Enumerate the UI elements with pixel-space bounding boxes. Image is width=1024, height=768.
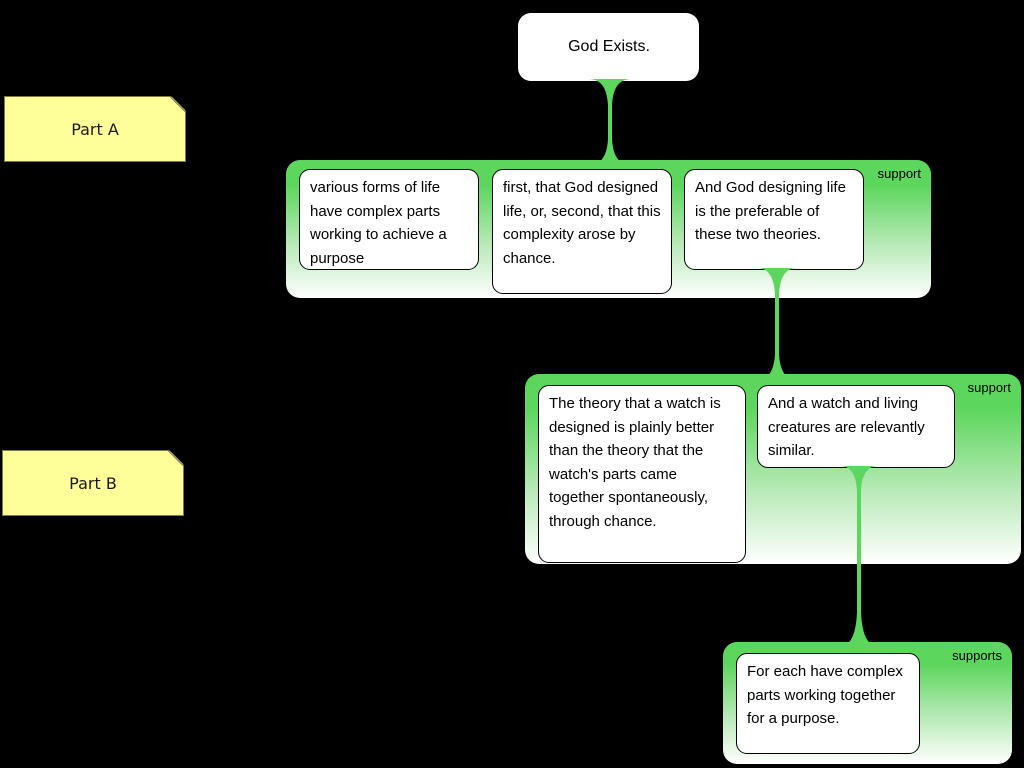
note-fold-icon xyxy=(169,450,184,465)
note-fold-icon xyxy=(171,96,186,111)
sticky-note-part-a[interactable]: Part A xyxy=(4,96,186,162)
claim-text: And God designing life is the preferable… xyxy=(695,179,846,243)
group-label: support xyxy=(877,166,921,181)
claim-box-first-that-god-designed-life[interactable]: first, that God designed life, or, secon… xyxy=(492,169,672,294)
claim-box-root[interactable]: God Exists. xyxy=(518,13,699,81)
claim-text: For each have complex parts working toge… xyxy=(747,663,903,727)
group-label: supports xyxy=(952,648,1002,663)
claim-box-watch-and-living-creatures-similar[interactable]: And a watch and living creatures are rel… xyxy=(757,385,955,468)
connector-claim1c-to-group2 xyxy=(757,268,797,380)
claim-text: The theory that a watch is designed is p… xyxy=(549,395,721,530)
connector-claim2b-to-group3 xyxy=(840,466,878,646)
group-label: support xyxy=(967,380,1011,395)
claim-text: God Exists. xyxy=(568,38,650,56)
claim-text: various forms of life have complex parts… xyxy=(310,179,447,267)
claim-text: first, that God designed life, or, secon… xyxy=(503,179,661,267)
claim-text: And a watch and living creatures are rel… xyxy=(768,395,925,459)
claim-box-various-forms-of-life[interactable]: various forms of life have complex parts… xyxy=(299,169,479,270)
claim-box-god-designing-life-preferable[interactable]: And God designing life is the preferable… xyxy=(684,169,864,270)
claim-box-for-each-have-complex-parts[interactable]: For each have complex parts working toge… xyxy=(736,653,920,754)
sticky-note-part-b[interactable]: Part B xyxy=(2,450,184,516)
note-label: Part A xyxy=(71,119,119,139)
claim-box-watch-designed-theory[interactable]: The theory that a watch is designed is p… xyxy=(538,385,746,563)
connector-root-to-group1 xyxy=(588,79,632,165)
note-label: Part B xyxy=(69,473,117,493)
